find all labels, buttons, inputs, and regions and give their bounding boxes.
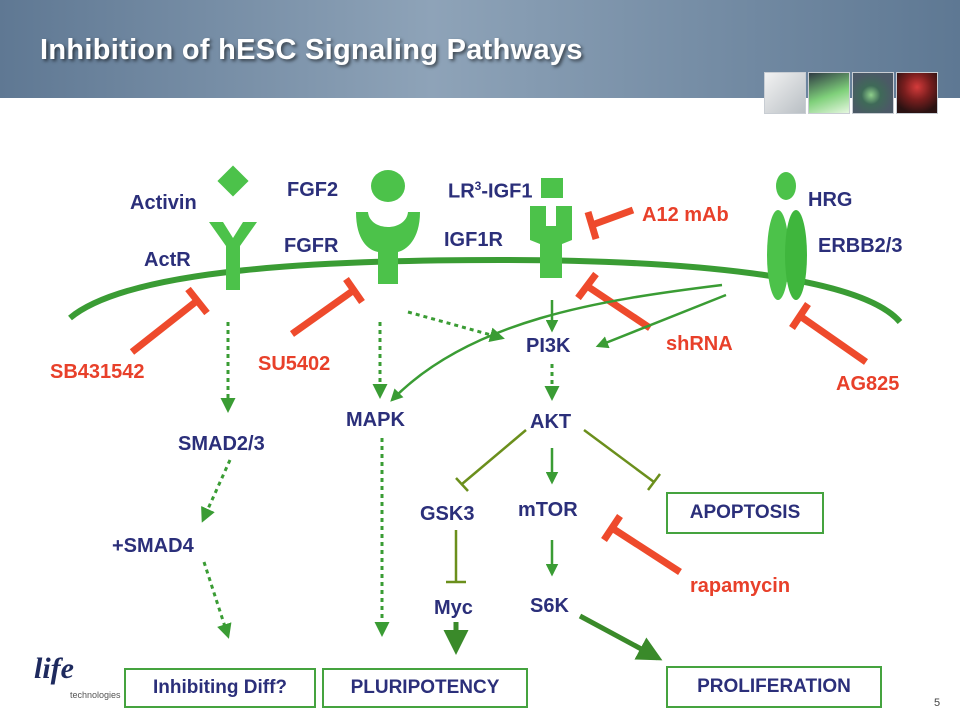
gsk3-inhibits-myc [446,530,466,584]
hrg-ligand-shape [776,172,796,200]
lr3-igf1-prefix: LR [448,180,475,203]
akt-inhibits-apoptosis [583,428,661,491]
hrg-label: HRG [808,189,853,211]
ag825-inhibition-bar [789,302,869,365]
apoptosis-box: APOPTOSIS [666,492,824,534]
lr3-igf1-label: LR3-IGF1 [448,180,532,202]
activin-label: Activin [130,192,197,214]
page-number: 5 [934,697,941,709]
igf1r-label: IGF1R [444,229,503,251]
fgf2-label: FGF2 [287,179,339,201]
inhibiting-diff-box: Inhibiting Diff? [124,668,316,708]
s6k-to-proliferation-arrow [578,613,663,661]
thumbnail-flask-image [808,72,850,114]
logo-subtext: technologies [70,690,121,700]
lr3-igf1-ligand-shape [541,178,563,198]
akt-label: AKT [530,411,572,433]
thumbnail-cell-image [852,72,894,114]
title-banner: Inhibition of hESC Signaling Pathways [0,0,960,114]
a12-mab-inhibition-bar [584,206,635,240]
fgfr-to-pi3k-arrow [407,310,505,343]
smad4-label: +SMAD4 [112,535,194,557]
igf1r-receptor-shape [530,206,572,278]
erbb2-3-label: ERBB2/3 [818,235,903,257]
erbb2-3-receptor-shape-right [785,210,807,300]
lr3-igf1-suffix: -IGF1 [481,180,533,203]
smad4-to-diff-arrow [202,561,232,639]
erbb-to-mapk-arrow [390,283,723,402]
logo-word: life [34,652,74,685]
fgf2-ligand-shape [371,170,405,202]
rapamycin-inhibition-bar [601,514,682,575]
sb431542-label: SB431542 [50,361,145,383]
proliferation-box: PROLIFERATION [666,666,882,708]
mtor-label: mTOR [518,499,578,521]
mapk-label: MAPK [346,409,405,431]
sb431542-inhibition-bar [129,286,210,355]
shrna-inhibition-bar [575,271,652,331]
gsk3-label: GSK3 [420,503,475,525]
thumbnail-lab-image [896,72,938,114]
actr-label: ActR [144,249,191,271]
erbb2-3-receptor-shape-left [767,210,789,300]
su5402-label: SU5402 [258,353,331,375]
smad2-3-label: SMAD2/3 [178,433,265,455]
pluripotency-box: PLURIPOTENCY [322,668,528,708]
a12-mab-label: A12 mAb [642,204,729,226]
myc-label: Myc [434,597,473,619]
shrna-label: shRNA [666,333,733,355]
su5402-inhibition-bar [289,277,365,337]
s6k-label: S6K [530,595,569,617]
slide-title: Inhibition of hESC Signaling Pathways [40,34,583,66]
lr3-igf1-superscript: 3 [474,179,482,193]
ag825-label: AG825 [836,373,900,395]
actr-receptor-shape [209,222,257,290]
akt-inhibits-gsk3 [455,429,527,492]
fgfr-label: FGFR [284,235,339,257]
smad-to-smad4-arrow [201,459,232,523]
cell-membrane [68,256,903,325]
pi3k-label: PI3K [526,335,571,357]
fgfr-receptor-shape [356,212,420,284]
life-technologies-logo: life technologies [28,652,128,714]
thumbnail-dna-image [764,72,806,114]
erbb-to-pi3k-arrow [595,293,727,349]
rapamycin-label: rapamycin [690,575,791,597]
activin-ligand-shape [217,165,249,197]
